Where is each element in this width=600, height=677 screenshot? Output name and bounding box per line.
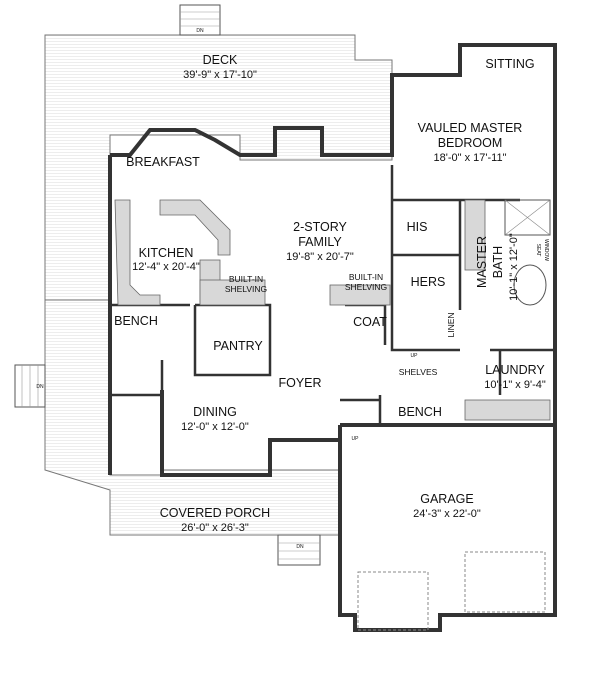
family-size: 19'-8" x 20'-7" [286,251,354,263]
coat-closet-label: COAT [353,315,387,329]
sitting-label: SITTING [485,57,534,71]
deck-size: 39'-9" x 17'-10" [183,69,257,81]
family-label-1: 2-STORY [293,220,347,234]
garage-stairs-up-label: UP [352,436,360,442]
hers-closet-label: HERS [411,275,446,289]
garage-doors [357,551,546,631]
stairs-dn-label: DN [296,544,304,550]
stairs-up-label: UP [411,353,419,359]
kitchen-label: KITCHEN [139,246,194,260]
window-seat-label-1: WINDOW [543,239,549,261]
master-bath-label-1: MASTER [475,236,489,288]
bench-mud-label: BENCH [398,405,442,419]
covered-porch-label: COVERED PORCH [160,506,270,520]
laundry-size: 10'-1" x 9'-4" [484,379,546,391]
shelving-left-label-1: BUILT-IN [229,274,263,284]
master-bedroom-label-1: VAULED MASTER [418,121,523,135]
shelving-right-label-2: SHELVING [345,282,387,292]
shelving-right-label-1: BUILT-IN [349,272,383,282]
master-bath-size: 10'-1" x 12'-0" [508,233,520,301]
exterior-walls [108,43,557,632]
stairs-dn-label: DN [36,384,44,390]
master-bath-label-2: BATH [491,246,505,278]
master-bedroom-size: 18'-0" x 17'-11" [434,152,507,164]
shelving-left-label-2: SHELVING [225,284,267,294]
foyer-label: FOYER [278,376,321,390]
laundry-label: LAUNDRY [485,363,545,377]
garage-label: GARAGE [420,492,474,506]
stairs-bottom: DN [277,534,321,566]
his-closet-label: HIS [407,220,428,234]
linen-closet-label: LINEN [446,312,456,337]
stairs-dn-label: DN [196,28,204,34]
deck-label: DECK [203,53,238,67]
master-bedroom-label-2: BEDROOM [438,136,503,150]
pantry-label: PANTRY [213,339,263,353]
dining-size: 12'-0" x 12'-0" [181,421,249,433]
bench-kitchen-label: BENCH [114,314,158,328]
stairs-top: DN [179,4,221,36]
dining-label: DINING [193,405,237,419]
window-seat-label-2: SEAT [535,244,541,257]
covered-porch-size: 26'-0" x 26'-3" [181,522,249,534]
breakfast-label: BREAKFAST [126,155,200,169]
kitchen-counters [114,199,551,421]
stairs-left: DN [14,364,46,408]
kitchen-size: 12'-4" x 20'-4" [132,261,200,273]
family-label-2: FAMILY [298,235,342,249]
shelves-label: SHELVES [399,367,438,377]
garage-size: 24'-3" x 22'-0" [413,508,481,520]
